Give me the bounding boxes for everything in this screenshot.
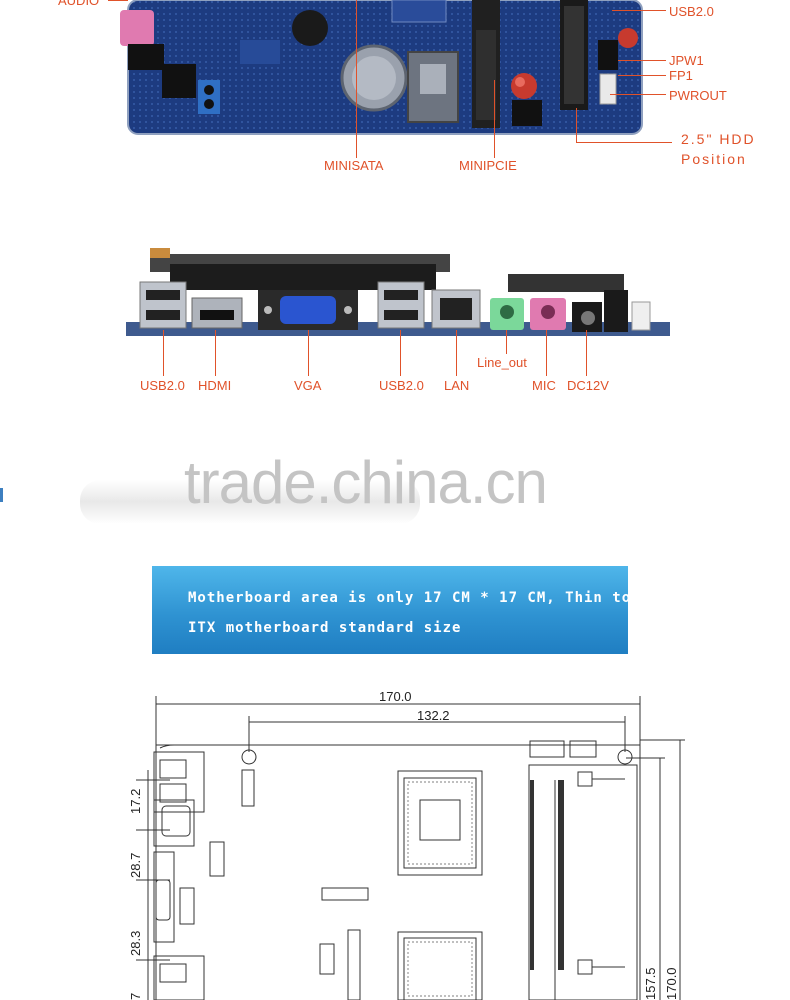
- banner-line1: Motherboard area is only 17 CM * 17 CM, …: [188, 590, 707, 606]
- dim-d1: 17.2: [128, 788, 143, 814]
- label-minipcie: MINIPCIE: [459, 158, 517, 173]
- dim-d4: 7: [128, 992, 143, 1000]
- label-fp1: FP1: [669, 68, 693, 83]
- top-board-image: [120, 0, 643, 135]
- dim-d3: 28.3: [128, 930, 143, 956]
- dim-d2: 28.7: [128, 852, 143, 878]
- watermark-shadow: [80, 480, 420, 524]
- label-mic: MIC: [532, 378, 556, 393]
- edge-mark: [0, 488, 3, 502]
- label-dc12v: DC12V: [567, 378, 609, 393]
- label-jpw1: JPW1: [669, 53, 704, 68]
- label-hdd-line1: 2.5" HDD: [681, 131, 756, 147]
- label-usb20-top: USB2.0: [669, 4, 714, 19]
- label-audio: AUDIO: [58, 0, 100, 8]
- dim-hole-spacing: 132.2: [417, 708, 450, 723]
- watermark-text: trade.china.cn: [184, 449, 548, 516]
- label-lan: LAN: [444, 378, 470, 393]
- dim-width: 170.0: [379, 689, 412, 704]
- banner-line2: ITX motherboard standard size: [188, 620, 462, 636]
- dim-right1: 157.5: [643, 967, 658, 1000]
- label-vga: VGA: [294, 378, 322, 393]
- label-minisata: MINISATA: [324, 158, 384, 173]
- side-board-image: [126, 248, 670, 336]
- label-usb20-left: USB2.0: [140, 378, 185, 393]
- label-usb20-right: USB2.0: [379, 378, 424, 393]
- dim-right2: 170.0: [664, 967, 679, 1000]
- label-hdd-line2: Position: [681, 151, 747, 167]
- label-line-out: Line_out: [477, 355, 527, 370]
- label-hdmi: HDMI: [198, 378, 232, 393]
- info-banner: Motherboard area is only 17 CM * 17 CM, …: [152, 566, 706, 654]
- label-pwrout: PWROUT: [669, 88, 727, 103]
